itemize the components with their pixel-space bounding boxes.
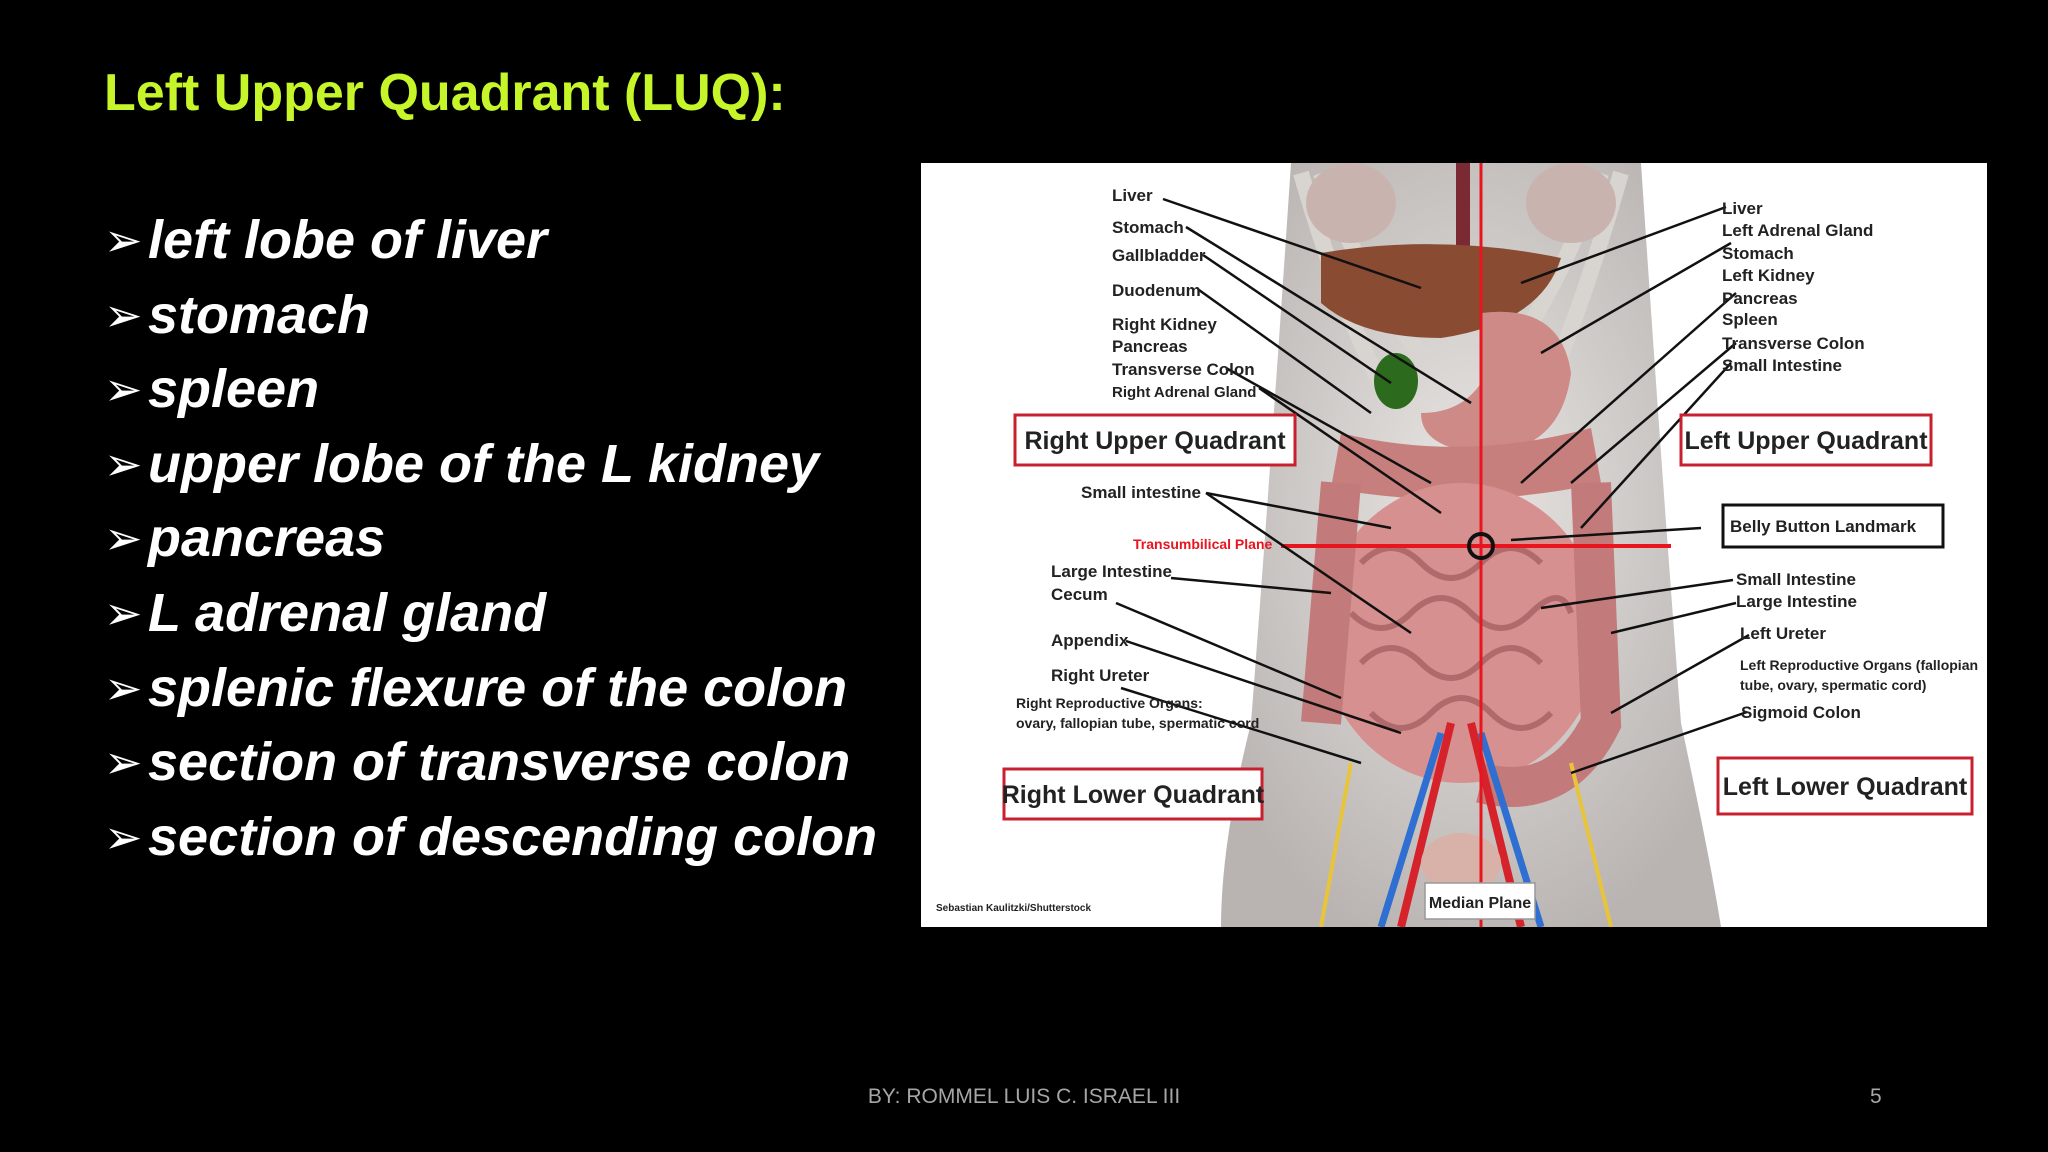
label-appendix: Appendix (1051, 631, 1129, 650)
abdominal-quadrants-figure: Liver Stomach Gallbladder Duodenum Right… (921, 163, 1987, 927)
label-transverse-colon-right: Transverse Colon (1722, 334, 1865, 353)
belly-button-label: Belly Button Landmark (1730, 517, 1917, 536)
arrow-bullet-icon: ➢ (104, 735, 143, 790)
nerves (1319, 762, 1613, 927)
image-credit: Sebastian Kaulitzki/Shutterstock (936, 903, 1091, 914)
arrow-bullet-icon: ➢ (104, 511, 143, 566)
arrow-bullet-icon: ➢ (104, 660, 143, 715)
arrow-bullet-icon: ➢ (104, 213, 143, 267)
bullet-item: ➢section of descending colon (104, 800, 877, 875)
page-number: 5 (1870, 1085, 1882, 1108)
bullet-text: upper lobe of the L kidney (148, 433, 820, 494)
label-sigmoid-colon: Sigmoid Colon (1741, 703, 1861, 722)
label-right-ureter: Right Ureter (1051, 666, 1150, 685)
bullet-item: ➢splenic flexure of the colon (104, 651, 877, 726)
leader-lines (1115, 197, 1750, 775)
arrow-bullet-icon: ➢ (104, 362, 143, 417)
label-left-ureter: Left Ureter (1740, 624, 1826, 643)
label-small-intestine-left: Small intestine (1081, 483, 1201, 502)
label-right-repro-2: ovary, fallopian tube, spermatic cord (1016, 715, 1259, 731)
label-small-intestine-upper-right: Small Intestine (1722, 356, 1842, 375)
bullet-item: ➢stomach (104, 278, 877, 353)
bullet-item: ➢upper lobe of the L kidney (104, 427, 877, 502)
bullet-text: pancreas (148, 508, 386, 569)
label-left-kidney: Left Kidney (1722, 266, 1815, 285)
label-left-repro-2: tube, ovary, spermatic cord) (1740, 677, 1926, 693)
luq-box (1679, 413, 1933, 467)
bullet-text: stomach (148, 284, 371, 345)
stomach (1421, 311, 1571, 453)
bullet-text: splenic flexure of the colon (148, 657, 848, 718)
bullet-text: section of transverse colon (148, 732, 851, 793)
label-liver-left: Liver (1112, 186, 1153, 205)
label-cecum: Cecum (1051, 585, 1108, 604)
bullet-item: ➢left lobe of liver (104, 203, 877, 278)
label-large-intestine-left: Large Intestine (1051, 562, 1172, 581)
intestine-loops (1348, 545, 1574, 731)
label-duodenum: Duodenum (1112, 281, 1201, 300)
ruq-box (1013, 413, 1297, 467)
label-pancreas-left: Pancreas (1112, 337, 1188, 356)
median-plane-box (1424, 882, 1536, 920)
arrow-bullet-icon: ➢ (104, 436, 143, 491)
lung-left (1306, 163, 1396, 243)
label-pancreas-right: Pancreas (1722, 289, 1798, 308)
label-left-repro-1: Left Reproductive Organs (fallopian (1740, 657, 1978, 673)
median-plane-label: Median Plane (1429, 895, 1531, 912)
transverse-colon (1331, 428, 1601, 500)
label-left-adrenal: Left Adrenal Gland (1722, 221, 1873, 240)
luq-label: Left Upper Quadrant (1684, 427, 1928, 455)
bullet-item: ➢spleen (104, 352, 877, 427)
label-transverse-colon-left: Transverse Colon (1112, 360, 1255, 379)
belly-button-box (1721, 503, 1945, 549)
bullet-text: L adrenal gland (148, 582, 547, 643)
ruq-label: Right Upper Quadrant (1024, 427, 1286, 455)
label-liver-right: Liver (1722, 199, 1763, 218)
rlq-label: Right Lower Quadrant (1002, 781, 1265, 809)
slide-footer: BY: ROMMEL LUIS C. ISRAEL III (867, 1085, 1181, 1108)
belly-button-marker (1467, 532, 1495, 560)
label-right-repro-1: Right Reproductive Organs: (1016, 695, 1203, 711)
label-right-adrenal: Right Adrenal Gland (1112, 384, 1256, 401)
label-stomach-left: Stomach (1112, 218, 1184, 237)
rlq-box (1002, 767, 1264, 821)
bullet-text: spleen (148, 359, 320, 420)
lung-right (1526, 163, 1616, 243)
bullet-list: ➢left lobe of liver ➢stomach ➢spleen ➢up… (104, 203, 877, 874)
bullet-item: ➢section of transverse colon (104, 725, 877, 800)
gallbladder (1374, 353, 1418, 409)
label-gallbladder: Gallbladder (1112, 246, 1206, 265)
ascending-colon (1301, 481, 1361, 725)
label-small-intestine-right: Small Intestine (1736, 570, 1856, 589)
bullet-text: section of descending colon (148, 806, 878, 867)
bullet-item: ➢pancreas (104, 501, 877, 576)
llq-label: Left Lower Quadrant (1723, 773, 1968, 801)
label-right-kidney: Right Kidney (1112, 315, 1217, 334)
slide-title: Left Upper Quadrant (LUQ): (104, 64, 786, 122)
arrow-bullet-icon: ➢ (104, 585, 143, 640)
arrow-bullet-icon: ➢ (104, 809, 143, 864)
bullet-text: left lobe of liver (148, 210, 548, 270)
bullet-item: ➢L adrenal gland (104, 576, 877, 651)
label-stomach-right: Stomach (1722, 244, 1794, 263)
anatomy-diagram: Liver Stomach Gallbladder Duodenum Right… (936, 163, 1978, 927)
label-large-intestine-right: Large Intestine (1736, 592, 1857, 611)
llq-box (1716, 756, 1974, 816)
label-spleen: Spleen (1722, 310, 1778, 329)
label-transumbilical-plane: Transumbilical Plane (1133, 536, 1272, 552)
arrow-bullet-icon: ➢ (104, 287, 143, 342)
small-intestine (1321, 483, 1601, 783)
